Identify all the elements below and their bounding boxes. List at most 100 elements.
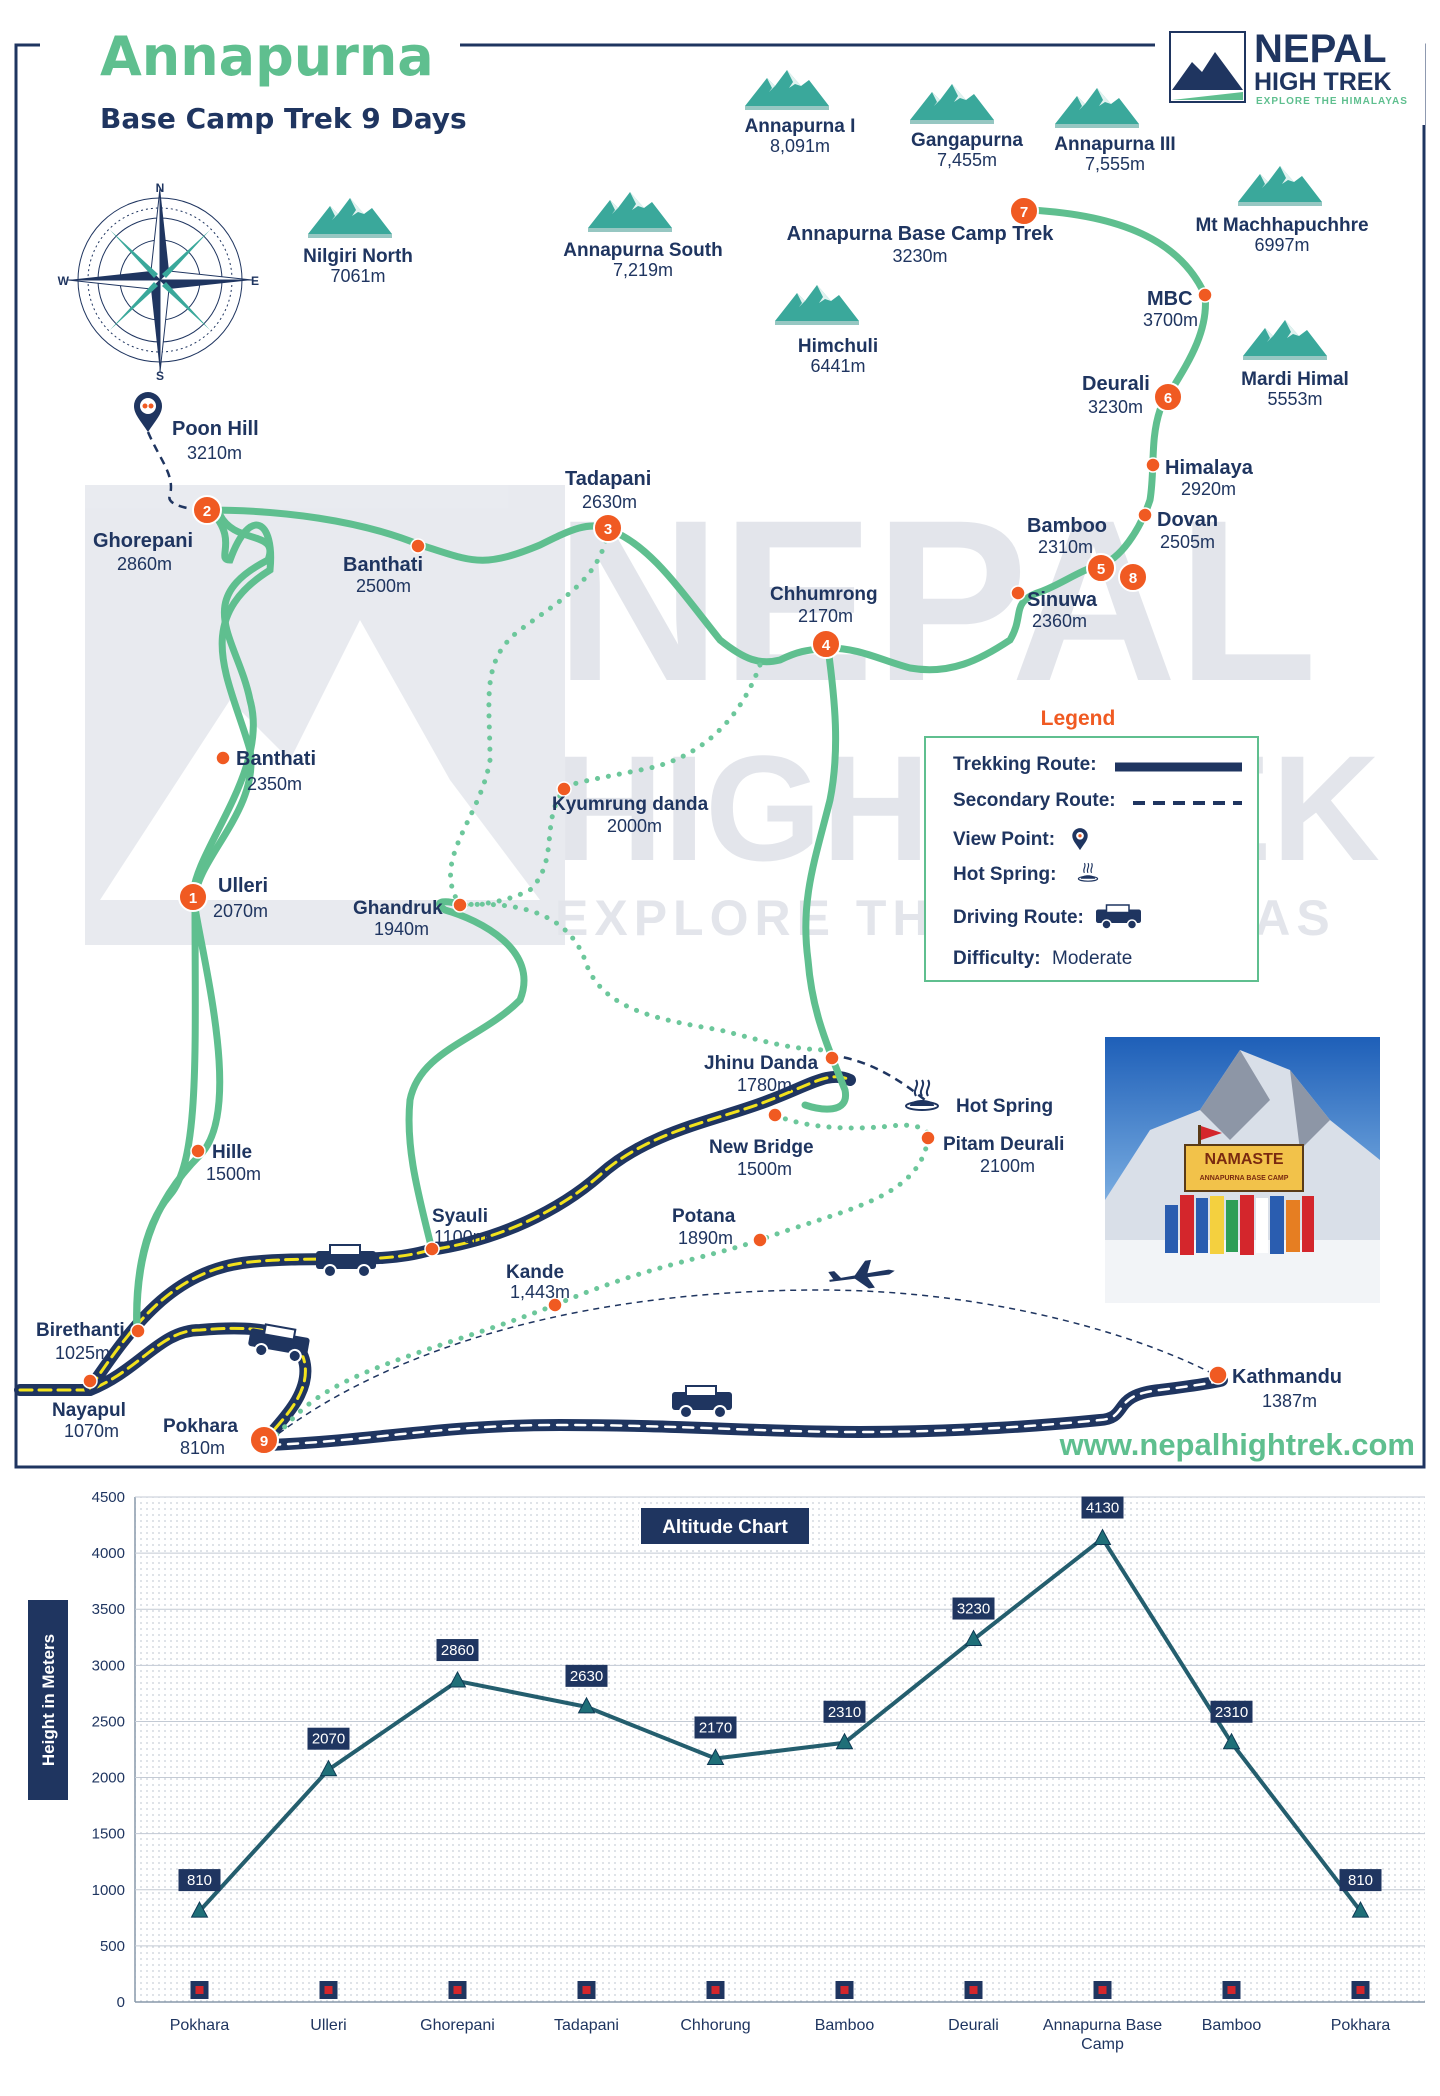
data-point — [190, 1901, 209, 1918]
place-alt: 3230m — [892, 246, 947, 266]
mountain-alt: 6997m — [1254, 235, 1309, 255]
data-label-box — [823, 1700, 866, 1723]
mountain-alt: 7,219m — [613, 260, 673, 280]
place-name: Pitam Deurali — [943, 1134, 1064, 1155]
map-section: NEPAL HIGH TREK EXPLORE THE HIMALAYAS An… — [14, 25, 1426, 1469]
legend-view-label: View Point: — [953, 829, 1055, 850]
route-tadapani-ghandruk — [448, 527, 611, 908]
mountain-gangapurna: Gangapurna 7,455m — [910, 84, 1023, 170]
category-marker-inner — [1356, 1986, 1365, 1994]
mountain-mardi-himal: Mardi Himal 5553m — [1241, 320, 1349, 409]
dot-potana — [752, 1232, 768, 1248]
x-category-label: Ghorepani — [420, 2017, 495, 2034]
place-alt: 2350m — [247, 774, 302, 794]
data-point — [964, 1629, 983, 1647]
data-label-box — [565, 1664, 608, 1687]
y-gridlines — [135, 1496, 1425, 1947]
jeep-icon — [672, 1385, 732, 1419]
y-axis-title-box: Height in Meters — [28, 1600, 68, 1800]
y-tick-label: 4500 — [92, 1489, 125, 1506]
place-name: Banthati — [343, 554, 423, 576]
legend: Legend Trekking Route: Secondary Route: … — [924, 707, 1259, 982]
mountain-alt: 6441m — [810, 356, 865, 376]
mountain-himchuli: Himchuli 6441m — [775, 285, 878, 376]
legend-view-point-icon — [1072, 828, 1088, 851]
data-point — [448, 1670, 467, 1688]
place-alt: 1025m — [55, 1343, 110, 1363]
place-alt: 1890m — [678, 1228, 733, 1248]
stage-number: 6 — [1164, 390, 1172, 407]
category-marker-inner — [840, 1986, 849, 1994]
legend-driving-label: Driving Route: — [953, 907, 1084, 928]
data-point — [835, 1732, 854, 1750]
x-category-label: Pokhara — [170, 2017, 230, 2034]
legend-title: Legend — [1041, 707, 1116, 730]
data-point — [706, 1748, 725, 1765]
mountain-name: Annapurna South — [563, 240, 722, 261]
stage-marker-5: 5 — [1086, 553, 1116, 583]
x-category-label: Tadapani — [554, 2017, 619, 2034]
category-marker-inner — [1227, 1986, 1236, 1994]
stage-number: 4 — [822, 637, 831, 654]
stage-number: 8 — [1129, 570, 1137, 587]
mountain-name: Himchuli — [798, 336, 878, 357]
place-name: Potana — [672, 1206, 736, 1227]
data-label: 810 — [187, 1872, 212, 1889]
place-name: Hille — [212, 1142, 252, 1163]
y-tick-label: 4000 — [92, 1545, 125, 1562]
airplane-icon — [828, 1259, 895, 1289]
place-name: Bamboo — [1027, 515, 1107, 537]
place-alt: 2070m — [213, 901, 268, 921]
mountain-name: Annapurna III — [1054, 134, 1175, 155]
place-alt: 2100m — [980, 1156, 1035, 1176]
place-alt: 2310m — [1038, 537, 1093, 557]
y-tick-label: 500 — [100, 1938, 125, 1955]
prayer-flags — [1165, 1195, 1314, 1255]
place-name: MBC — [1147, 288, 1193, 310]
place-name: Pokhara — [163, 1416, 238, 1437]
place-name: Annapurna Base Camp Trek — [787, 223, 1055, 245]
photo-sign-line1: NAMASTE — [1204, 1151, 1283, 1168]
place-name: Deurali — [1082, 373, 1150, 395]
stage-number: 9 — [260, 1433, 268, 1450]
category-marker-inner — [453, 1986, 462, 1994]
mountain-annapurna-i: Annapurna I 8,091m — [745, 70, 855, 156]
y-tick-label: 3000 — [92, 1657, 125, 1674]
stage-marker-7: 7 — [1009, 196, 1039, 226]
place-name: Banthati — [236, 748, 316, 770]
place-name: Tadapani — [565, 468, 651, 490]
place-alt: 2920m — [1181, 479, 1236, 499]
data-point — [1222, 1732, 1241, 1750]
data-label: 2630 — [570, 1668, 603, 1685]
compass-e: E — [251, 274, 259, 288]
place-alt: 1500m — [737, 1159, 792, 1179]
place-name: Jhinu Danda — [704, 1053, 818, 1074]
x-category-label: Bamboo — [1202, 2017, 1262, 2034]
data-label: 3230 — [957, 1601, 990, 1618]
compass-rose-icon: N S E W — [58, 181, 259, 383]
data-label-box — [178, 1869, 221, 1892]
place-alt: 1940m — [374, 919, 429, 939]
place-banthati-lower: Banthati 2350m — [236, 748, 316, 794]
place-alt: 3230m — [1088, 397, 1143, 417]
category-marker-inner — [582, 1986, 591, 1994]
chart-title: Altitude Chart — [662, 1517, 788, 1538]
mountain-name: Mardi Himal — [1241, 369, 1349, 390]
brand-logo: NEPAL HIGH TREK EXPLORE THE HIMALAYAS — [1169, 27, 1407, 107]
